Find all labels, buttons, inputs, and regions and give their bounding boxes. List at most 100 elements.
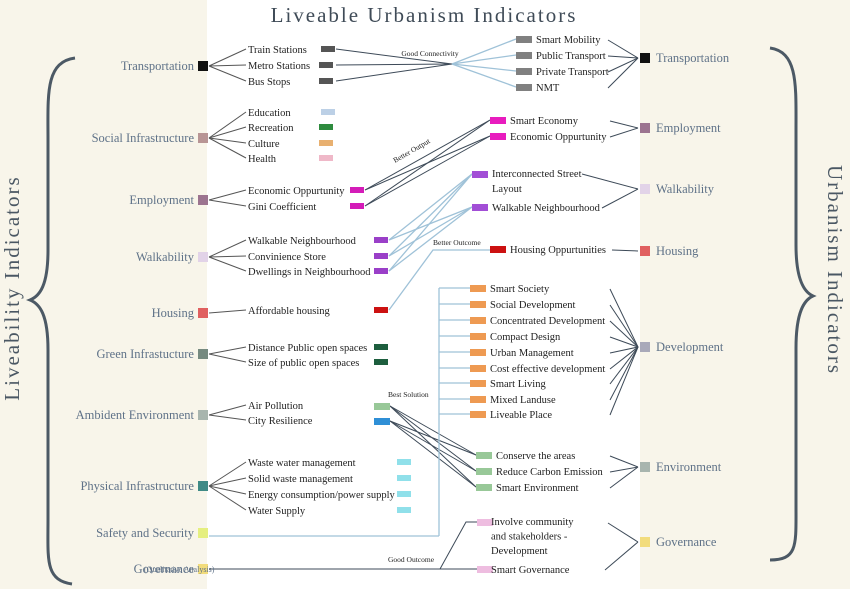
urban-indicator-marker [516, 84, 532, 91]
right-category-marker [640, 184, 650, 194]
category-to-sub-link [208, 485, 247, 495]
link-label-better-output: Better Output [392, 136, 433, 165]
urban-to-category-link [607, 55, 639, 59]
category-to-sub-link [208, 485, 247, 511]
urban-indicator-marker [470, 365, 486, 372]
right-category-label: Employment [656, 121, 721, 135]
sub-indicator-label: Solid waste management [248, 474, 353, 485]
left-category-marker [198, 528, 208, 538]
left-category-marker [198, 481, 208, 491]
urban-to-category-link [609, 466, 639, 473]
right-category-label: Governance [656, 535, 717, 549]
sub-indicator-marker [319, 78, 333, 84]
urban-indicator-label: Private Transport [536, 67, 609, 78]
sub-indicator-label: City Resilience [248, 416, 313, 427]
connectivity-link [335, 63, 453, 66]
right-category-marker [640, 462, 650, 472]
category-to-sub-link [208, 64, 247, 67]
left-category-label: Social Infrastructure [92, 131, 195, 145]
sub-indicator-label: Education [248, 108, 291, 119]
category-to-sub-link [208, 477, 247, 487]
left-category-label: Safety and Security [96, 526, 195, 540]
sub-indicator-marker [319, 62, 333, 68]
right-category-marker [640, 123, 650, 133]
urban-to-category-link [609, 455, 639, 468]
sub-indicator-label: Recreation [248, 123, 294, 134]
urban-indicator-label: Smart Economy [510, 116, 579, 127]
right-category-label: Housing [656, 244, 699, 258]
walkability-flow-link [388, 206, 473, 257]
urban-to-category-link [601, 188, 639, 209]
urban-indicator-marker [470, 285, 486, 292]
urban-indicator-label: Smart Mobility [536, 35, 601, 46]
urban-indicator-label: Liveable Place [490, 410, 552, 421]
urban-indicator-label: Smart Living [490, 379, 546, 390]
sub-indicator-marker [321, 109, 335, 115]
sub-indicator-label: Convinience Store [248, 252, 326, 263]
sub-indicator-label: Train Stations [248, 45, 307, 56]
urban-indicator-marker [470, 333, 486, 340]
governance-qualitative-note: (Qualitative Analysis) [144, 565, 215, 574]
connectivity-link [451, 63, 517, 88]
left-category-label: Housing [152, 306, 195, 320]
sub-indicator-label: Energy consumption/power supply [248, 490, 396, 501]
left-category-label: Transportation [121, 59, 195, 73]
right-category-marker [640, 246, 650, 256]
urban-to-category-link [609, 120, 639, 129]
right-brace [769, 46, 817, 562]
sub-indicator-label: Air Pollution [248, 401, 304, 412]
right-category-marker [640, 537, 650, 547]
urban-to-category-link [609, 346, 639, 354]
sub-indicator-marker [397, 507, 411, 513]
left-category-marker [198, 564, 208, 574]
urban-indicator-label: NMT [536, 83, 560, 94]
urban-indicator-marker [476, 452, 492, 459]
urban-indicator-label: Mixed Landuse [490, 395, 556, 406]
category-to-sub-link [208, 199, 247, 207]
urban-indicator-marker [516, 36, 532, 43]
employment-flow-link [364, 135, 491, 207]
right-axis-label: Urbanism Indicators [823, 165, 847, 375]
sub-indicator-label: Metro Stations [248, 61, 310, 72]
urban-indicator-marker [477, 566, 493, 573]
link-label-good-outcome: Good Outcome [388, 555, 435, 564]
left-category-label: Physical Infrastructure [80, 479, 194, 493]
sub-indicator-label: Gini Coefficient [248, 202, 316, 213]
sub-indicator-marker [374, 237, 388, 243]
urban-to-category-link [609, 346, 639, 385]
left-category-label: Ambident Environment [76, 408, 195, 422]
urban-indicator-marker [476, 468, 492, 475]
sub-indicator-marker [321, 46, 335, 52]
urban-indicator-label: Economic Oppurtunity [510, 132, 607, 143]
sub-indicator-marker [374, 307, 388, 313]
link-label-best-solution: Best Solution [388, 390, 429, 399]
urban-indicator-marker [472, 204, 488, 211]
walkability-flow-link [388, 206, 473, 241]
air-pollution-marker [374, 403, 390, 410]
urban-indicator-marker [470, 396, 486, 403]
left-category-label: Green Infrastucture [96, 347, 194, 361]
connectivity-link [451, 38, 517, 65]
walkability-flow-link [388, 173, 473, 257]
category-to-sub-link [208, 137, 247, 159]
left-category-label: Governance [134, 562, 195, 576]
urban-indicator-label: Social Development [490, 300, 576, 311]
urban-to-category-link [611, 249, 639, 252]
right-category-label: Development [656, 340, 724, 354]
urban-indicator-label: Cost effective development [490, 364, 605, 375]
connectivity-link [335, 48, 453, 65]
walkability-flow-link [388, 173, 473, 272]
urban-indicator-marker [490, 117, 506, 124]
sub-indicator-marker [374, 359, 388, 365]
environment-flow-link [389, 420, 477, 488]
sub-indicator-marker [374, 253, 388, 259]
left-category-marker [198, 252, 208, 262]
sub-indicator-marker [397, 475, 411, 481]
urban-to-category-link [609, 466, 639, 489]
left-axis-label: Liveability Indicators [0, 175, 24, 400]
sub-indicator-label: Size of public open spaces [248, 358, 359, 369]
sub-indicator-marker [350, 203, 364, 209]
sub-indicator-marker [397, 459, 411, 465]
urban-indicator-marker [477, 519, 493, 526]
